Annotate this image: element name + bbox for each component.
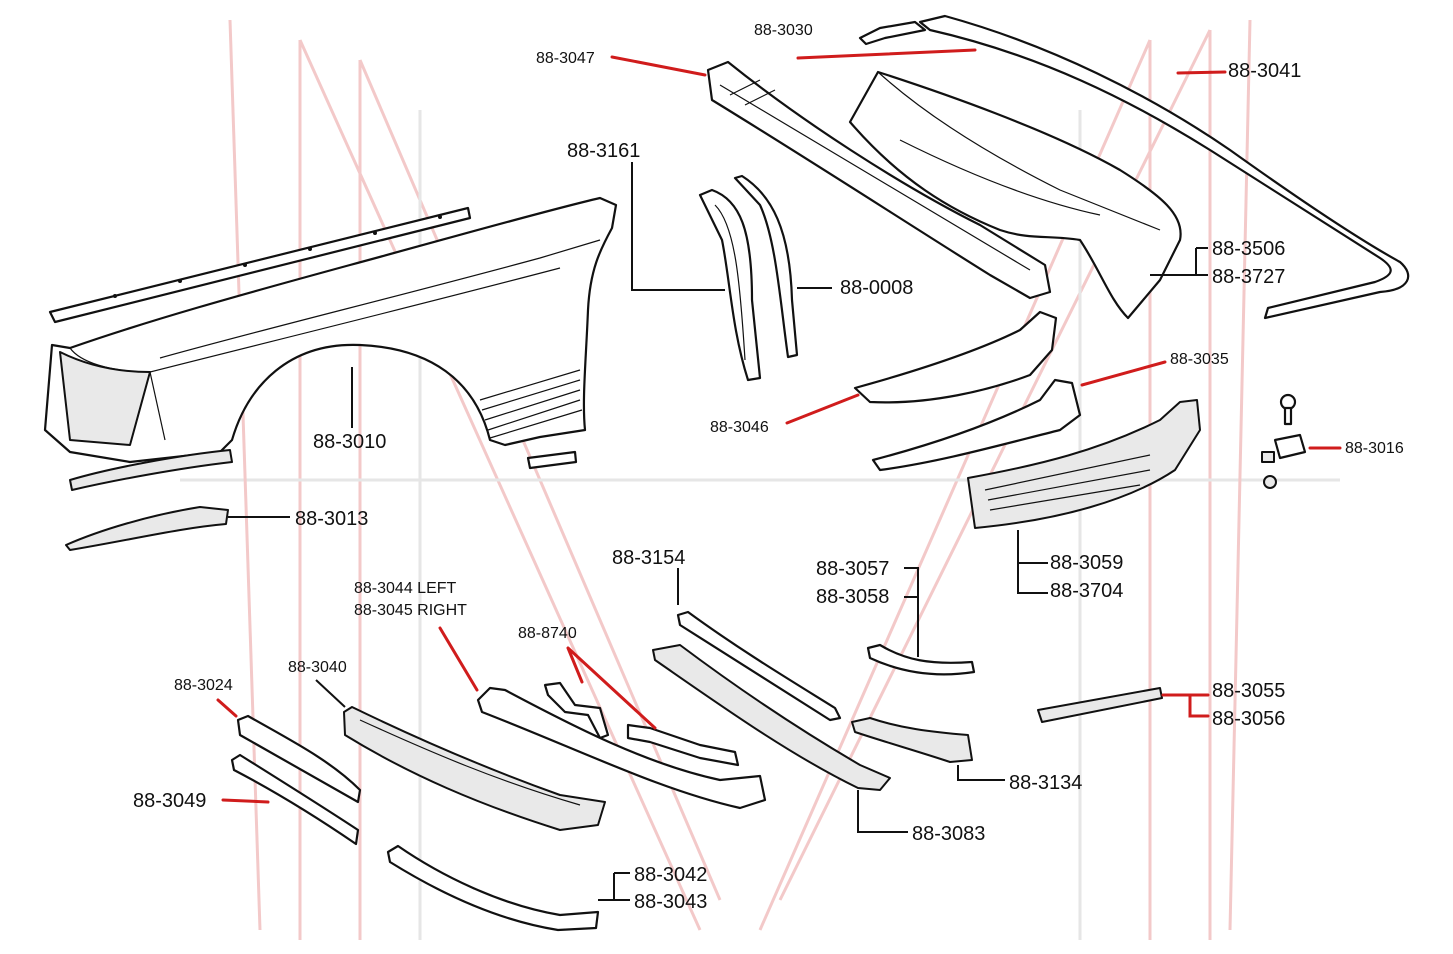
label-88-3161: 88-3161 bbox=[567, 140, 640, 162]
part-3134-drawing bbox=[851, 717, 973, 763]
part-labels: 88-3047 88-3030 88-3041 88-3161 88-0008 … bbox=[133, 22, 1404, 913]
part-3047-drawing bbox=[706, 60, 1052, 300]
part-3024-drawing bbox=[236, 714, 362, 804]
label-88-3055: 88-3055 bbox=[1212, 680, 1285, 702]
label-88-3013: 88-3013 bbox=[295, 508, 368, 530]
label-88-3154: 88-3154 bbox=[612, 547, 685, 569]
label-88-3046: 88-3046 bbox=[710, 419, 769, 436]
part-3013-drawing bbox=[65, 506, 229, 551]
label-88-3040: 88-3040 bbox=[288, 659, 347, 676]
label-88-0008: 88-0008 bbox=[840, 277, 913, 299]
part-3055-drawing bbox=[1037, 687, 1163, 723]
part-3030-drawing bbox=[858, 20, 927, 46]
part-3046-drawing bbox=[853, 310, 1058, 404]
label-88-3049: 88-3049 bbox=[133, 790, 206, 812]
label-88-3041: 88-3041 bbox=[1228, 60, 1301, 82]
part-3161-drawing bbox=[698, 188, 762, 382]
leader-lines bbox=[216, 48, 1342, 901]
part-3042-drawing bbox=[386, 844, 600, 932]
part-3083-drawing bbox=[652, 644, 891, 791]
label-88-3045-right: 88-3045 RIGHT bbox=[354, 602, 467, 619]
label-88-3083: 88-3083 bbox=[912, 823, 985, 845]
label-88-3030: 88-3030 bbox=[754, 22, 813, 39]
part-8740-drawing bbox=[543, 681, 740, 767]
label-88-3134: 88-3134 bbox=[1009, 772, 1082, 794]
label-88-3016: 88-3016 bbox=[1345, 440, 1404, 457]
part-3049-drawing bbox=[230, 753, 360, 846]
part-3057-drawing bbox=[866, 643, 976, 676]
label-88-3044-left: 88-3044 LEFT bbox=[354, 580, 457, 597]
label-88-3043: 88-3043 bbox=[634, 891, 707, 913]
part-3044-drawing bbox=[476, 686, 767, 810]
label-88-3035: 88-3035 bbox=[1170, 351, 1229, 368]
label-88-3010: 88-3010 bbox=[313, 431, 386, 453]
part-3506-drawing bbox=[848, 70, 1182, 320]
label-88-3727: 88-3727 bbox=[1212, 266, 1285, 288]
label-88-3506: 88-3506 bbox=[1212, 238, 1285, 260]
part-3059-drawing bbox=[967, 399, 1201, 529]
part-3035-drawing bbox=[871, 378, 1082, 472]
label-88-3058: 88-3058 bbox=[816, 586, 889, 608]
label-88-3042: 88-3042 bbox=[634, 864, 707, 886]
part-3016-drawing bbox=[1261, 393, 1307, 489]
part-3154-drawing bbox=[676, 610, 842, 722]
label-88-8740: 88-8740 bbox=[518, 625, 577, 642]
label-88-3057: 88-3057 bbox=[816, 558, 889, 580]
label-88-3047: 88-3047 bbox=[536, 50, 595, 67]
part-3041-drawing bbox=[918, 14, 1410, 320]
label-88-3704: 88-3704 bbox=[1050, 580, 1123, 602]
label-88-3024: 88-3024 bbox=[174, 677, 233, 694]
part-0008-drawing bbox=[733, 174, 799, 359]
label-88-3059: 88-3059 bbox=[1050, 552, 1123, 574]
fender-drawing bbox=[43, 196, 618, 491]
label-88-3056: 88-3056 bbox=[1212, 708, 1285, 730]
part-3040-drawing bbox=[343, 706, 606, 831]
